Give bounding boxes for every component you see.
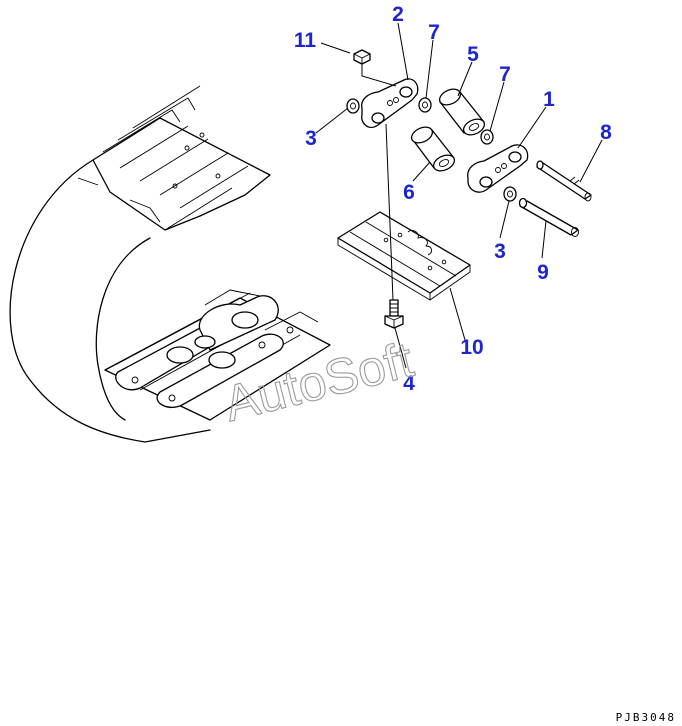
bolt-part-10 [384, 299, 404, 329]
track-assembly [9, 85, 331, 443]
callout-7-right: 7 [499, 63, 511, 86]
bushing-part-5 [410, 126, 456, 172]
part-code: PJB3048 [616, 711, 676, 724]
callout-6: 9 [537, 261, 549, 284]
callout-11: 11 [294, 29, 317, 52]
washer-part-3-upper [346, 98, 360, 114]
callout-2: 2 [392, 3, 404, 26]
nut-part-11 [353, 49, 371, 65]
spacer-part-7-left [418, 97, 432, 113]
master-link-part-2 [361, 78, 419, 129]
callout-3-right: 3 [494, 240, 506, 263]
callout-5: 6 [403, 181, 415, 204]
callout-1: 1 [543, 88, 555, 111]
callout-labels: 2 11 7 5 7 1 3 8 6 3 9 10 4 [294, 3, 612, 395]
callout-7-left: 7 [428, 21, 440, 44]
master-link-part-1 [467, 144, 529, 193]
track-shoes-top [92, 85, 271, 231]
leader-lines [315, 22, 603, 369]
bushing-part-4 [438, 88, 486, 136]
bolt-axis-line [385, 123, 394, 301]
callout-4: 5 [467, 43, 479, 66]
pin-part-6 [518, 197, 579, 237]
washer-part-3-lower [503, 186, 517, 202]
track-shoe-part-9 [337, 211, 471, 301]
callout-8: 8 [600, 121, 612, 144]
pin-part-8 [536, 160, 592, 202]
callout-9: 10 [460, 336, 483, 359]
callout-3-left: 3 [305, 127, 317, 150]
callout-10: 4 [403, 372, 415, 395]
track-links-bottom [104, 289, 331, 421]
spacer-part-7-right [480, 129, 494, 145]
